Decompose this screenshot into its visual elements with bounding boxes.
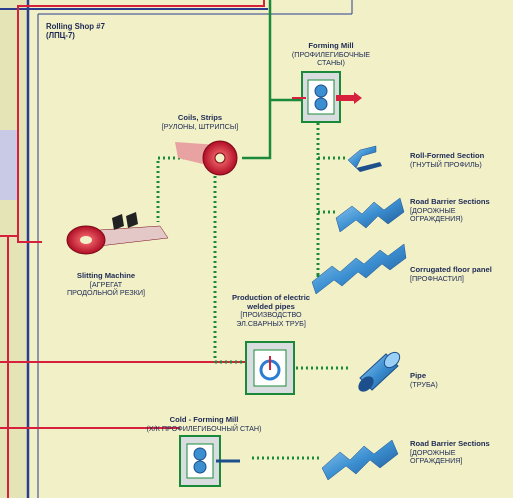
pipe-icon [355, 349, 402, 394]
product-road-barrier-2-label: Road Barrier Sections [ДОРОЖНЫЕ ОГРАЖДЕН… [410, 440, 510, 466]
cold-forming-mill-machine [180, 436, 240, 486]
product-road-barrier-label: Road Barrier Sections [ДОРОЖНЫЕ ОГРАЖДЕН… [410, 198, 510, 224]
product-road-barrier-subtitle: [ДОРОЖНЫЕ ОГРАЖДЕНИЯ) [410, 207, 472, 224]
product-corrugated-subtitle: [ПРОФНАСТИЛ] [410, 275, 492, 284]
road-barrier-icon [322, 440, 398, 480]
product-road-barrier-2-subtitle: [ДОРОЖНЫЕ ОГРАЖДЕНИЯ] [410, 449, 472, 466]
shop-subtitle-text: (ЛПЦ-7) [46, 31, 105, 40]
left-blue-block [0, 130, 18, 200]
pipe-production-subtitle: [ПРОИЗВОДСТВО ЭЛ.СВАРНЫХ ТРУБ] [226, 311, 316, 328]
cold-forming-mill-label: Cold - Forming Mill (Х/К ПРОФИЛЕГИБОЧНЫЙ… [134, 416, 274, 433]
forming-mill-subtitle: (ПРОФИЛЕГИБОЧНЫЕ СТАНЫ) [286, 51, 376, 68]
green-solid-lines [242, 0, 302, 158]
coils-strips-label: Coils, Strips [РУЛОНЫ, ШТРИПСЫ] [140, 114, 260, 131]
product-roll-formed-label: Roll-Formed Section (ГНУТЫЙ ПРОФИЛЬ) [410, 152, 484, 169]
coil-strip-icon [175, 141, 237, 175]
forming-mill-label: Forming Mill (ПРОФИЛЕГИБОЧНЫЕ СТАНЫ) [286, 42, 376, 68]
slitting-machine-subtitle: [АГРЕГАТ ПРОДОЛЬНОЙ РЕЗКИ] [66, 281, 146, 298]
corrugated-floor-panel-icon [312, 244, 406, 294]
slitting-machine-label: Slitting Machine [АГРЕГАТ ПРОДОЛЬНОЙ РЕЗ… [66, 272, 146, 298]
road-barrier-icon [336, 198, 404, 232]
product-pipe-label: Pipe (ТРУБА) [410, 372, 438, 389]
slitting-machine-icon [67, 212, 168, 254]
pipe-production-title: Production of electric welded pipes [226, 294, 316, 311]
forming-mill-machine [292, 72, 362, 122]
pipe-production-machine [246, 342, 294, 394]
cold-forming-mill-subtitle: (Х/К ПРОФИЛЕГИБОЧНЫЙ СТАН) [134, 425, 274, 434]
product-corrugated-label: Corrugated floor panel [ПРОФНАСТИЛ] [410, 266, 492, 283]
coils-strips-subtitle: [РУЛОНЫ, ШТРИПСЫ] [140, 123, 260, 132]
left-band [0, 0, 28, 498]
roll-formed-section-icon [348, 146, 382, 172]
product-roll-formed-subtitle: (ГНУТЫЙ ПРОФИЛЬ) [410, 161, 484, 170]
product-pipe-subtitle: (ТРУБА) [410, 381, 438, 390]
shop-title-text: Rolling Shop #7 [46, 22, 105, 31]
pipe-production-label: Production of electric welded pipes [ПРО… [226, 294, 316, 328]
shop-title: Rolling Shop #7 (ЛПЦ-7) [46, 22, 105, 40]
